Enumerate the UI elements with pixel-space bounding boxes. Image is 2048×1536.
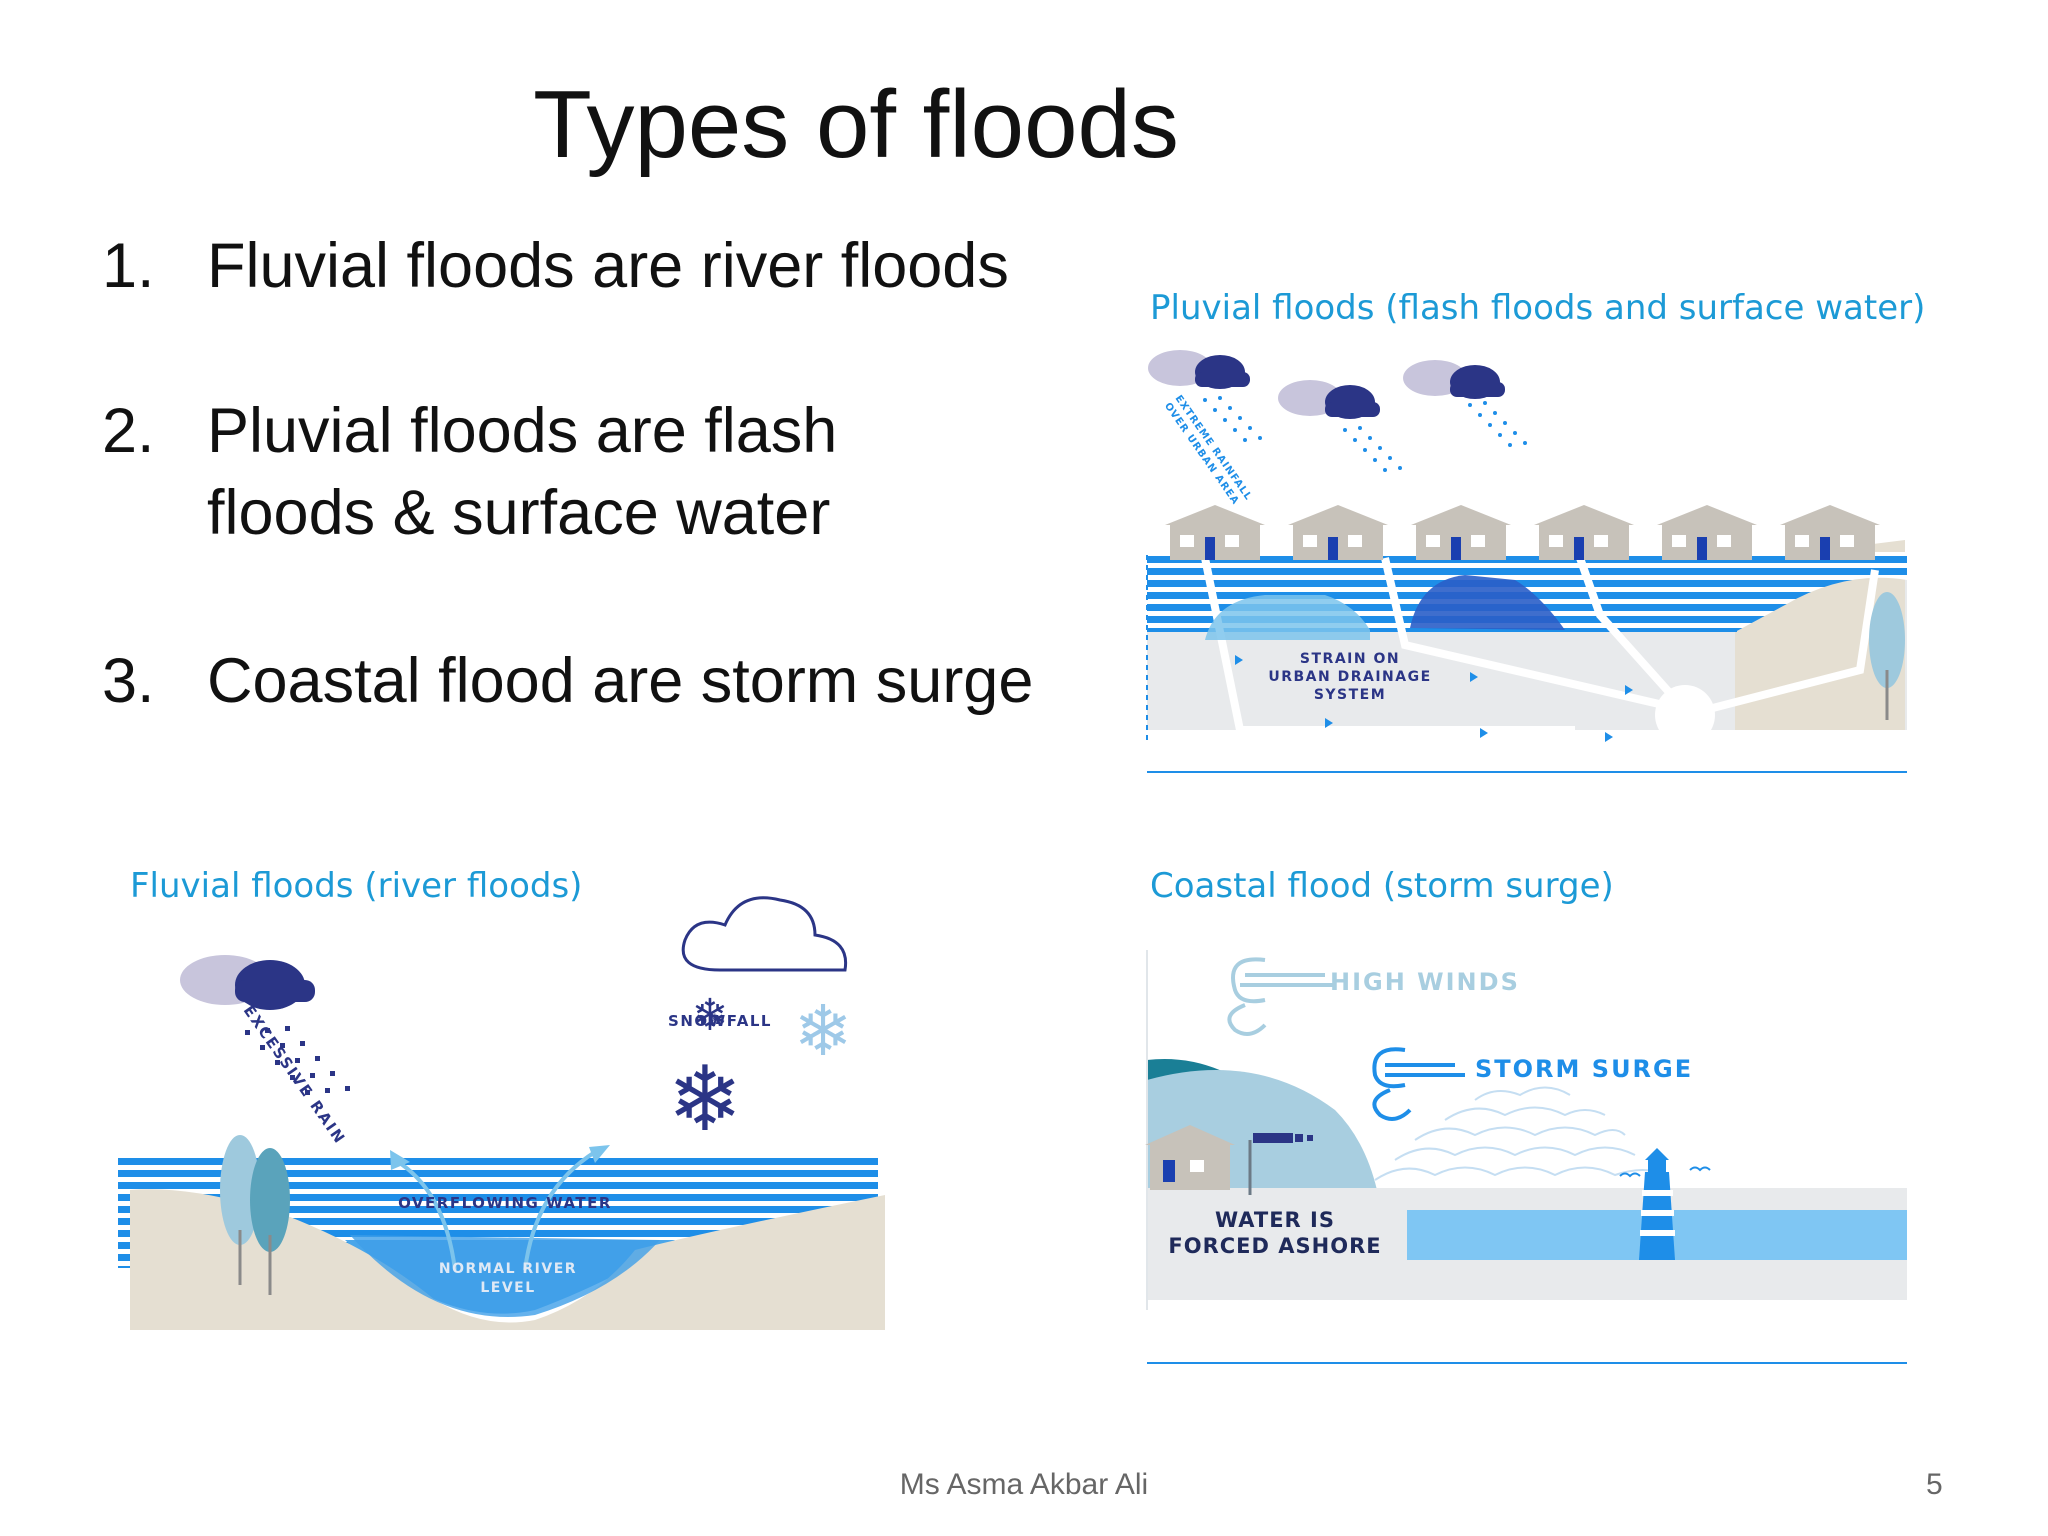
houses-row <box>1165 505 1880 560</box>
list-item-2-line-1: Pluvial floods are flash <box>207 396 838 466</box>
seagull-icon-2 <box>1689 1166 1711 1172</box>
list-item-2: Pluvial floods are flash floods & surfac… <box>207 390 1067 554</box>
list-item-2-line-2: floods & surface water <box>207 478 831 548</box>
submerged-car-middle <box>1410 575 1565 630</box>
snowflake-icon-3: ❄ <box>667 1047 742 1152</box>
wind-icon-storm-surge <box>1372 1047 1465 1121</box>
wind-icon-high-winds <box>1227 957 1335 1036</box>
list-number-3: 3. <box>102 646 155 716</box>
surge-waves <box>1374 1086 1666 1181</box>
drainage-label-line-2: URBAN DRAINAGE <box>1268 669 1431 685</box>
fluvial-diagram: EXCESSIVE RAIN ❄ ❄ ❄ ❄ SNOWFALL OVERFLOW… <box>118 896 885 1330</box>
slide-title: Types of floods <box>533 71 1179 178</box>
list-item-3: Coastal flood are storm surge <box>207 640 1067 722</box>
pluvial-title: Pluvial floods (flash floods and surface… <box>1150 288 1926 328</box>
fluvial-banks <box>130 1189 885 1330</box>
snowflake-icon-2: ❄ <box>794 990 853 1072</box>
fluvial-tree-2 <box>250 1148 290 1252</box>
coastal-diagram: HIGH WINDS STORM SURGE WATER IS FORCED A… <box>1145 950 1907 1364</box>
drainage-pipes <box>1201 556 1879 734</box>
list-item-1-line: Fluvial floods are river floods <box>207 231 1009 301</box>
pluvial-tree <box>1869 592 1905 688</box>
drainage-label-line-3: SYSTEM <box>1314 687 1386 703</box>
pluvial-rain <box>1203 396 1527 472</box>
fluvial-tree-1 <box>220 1135 260 1245</box>
pluvial-diagram: EXTREME RAINFALL OVER URBAN AREA STRAIN … <box>1146 350 1907 773</box>
pluvial-clouds <box>1148 350 1505 419</box>
footer-author: Ms Asma Akbar Ali <box>899 1468 1149 1501</box>
list-number-2: 2. <box>102 396 155 466</box>
fluvial-rain-cloud <box>180 955 315 1010</box>
coastal-title: Coastal flood (storm surge) <box>1150 866 1614 906</box>
snow-cloud <box>681 896 848 972</box>
fluvial-title: Fluvial floods (river floods) <box>130 866 583 906</box>
overflow-label: OVERFLOWING WATER <box>398 1194 612 1212</box>
pluvial-rain-label-line-2: OVER URBAN AREA <box>1162 401 1241 507</box>
snowfall-label: SNOWFALL <box>668 1012 772 1030</box>
snowflake-icon-1: ❄ <box>692 990 729 1041</box>
overflow-arrow-right <box>589 1145 610 1163</box>
lighthouse <box>1639 1148 1675 1260</box>
high-winds-label: HIGH WINDS <box>1330 968 1520 996</box>
drainage-outlet <box>1655 685 1715 745</box>
ashore-label-line-2: FORCED ASHORE <box>1168 1234 1381 1258</box>
snowflake-icon-small: ❄ <box>708 1010 721 1029</box>
normal-river-label-line-2: LEVEL <box>480 1280 535 1296</box>
submerged-car-left <box>1205 595 1370 640</box>
list-number-1: 1. <box>102 231 155 301</box>
overflow-arrow-left <box>390 1150 410 1170</box>
ashore-label-line-1: WATER IS <box>1215 1208 1335 1232</box>
list-item-3-line: Coastal flood are storm surge <box>207 646 1034 716</box>
fluvial-rain <box>245 1026 350 1095</box>
page-number: 5 <box>1926 1468 1943 1501</box>
normal-river-label-line-1: NORMAL RIVER <box>439 1261 577 1277</box>
windsock <box>1253 1133 1293 1143</box>
coastal-house <box>1145 1125 1235 1190</box>
storm-surge-label: STORM SURGE <box>1475 1055 1693 1083</box>
list-item-1: Fluvial floods are river floods <box>207 225 1067 307</box>
seagull-icon-1 <box>1619 1172 1641 1178</box>
drainage-label-line-1: STRAIN ON <box>1300 651 1400 667</box>
